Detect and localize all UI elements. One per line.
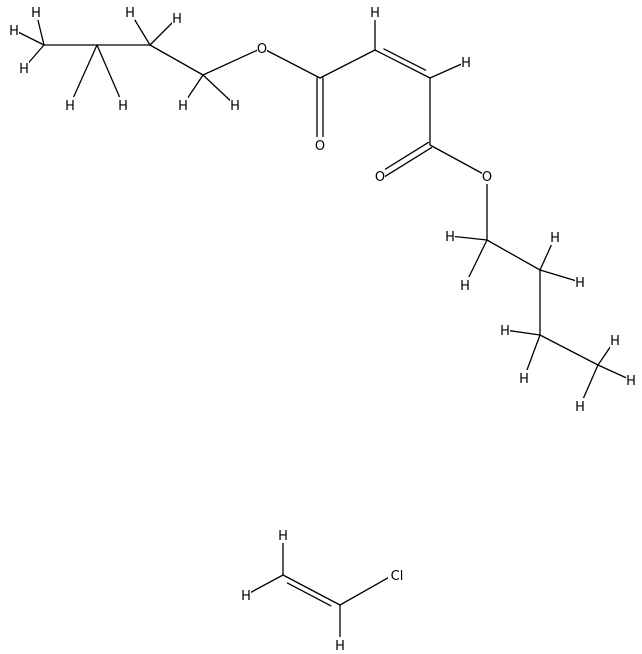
atom-h-bg	[9, 22, 19, 38]
atom-o-ester-2: O	[482, 170, 492, 185]
bond-c6-c7-double	[374, 49, 431, 79]
atom-o-carbonyl-1: O	[315, 139, 325, 154]
atom-h-bg	[519, 370, 529, 386]
bond-v1-v2-double-second	[286, 582, 332, 607]
atom-h: H	[9, 24, 19, 39]
bond-c8-o3-double	[377, 141, 430, 175]
atom-h: H	[230, 99, 240, 114]
atom-h-bg	[445, 228, 455, 244]
bond-v2-cl	[339, 574, 394, 606]
atom-h: H	[241, 589, 251, 604]
bond-h	[504, 329, 541, 336]
atom-h: H	[125, 6, 135, 21]
bond-c8-o4	[429, 144, 488, 177]
atom-h: H	[31, 6, 41, 21]
atom-h-bg	[178, 97, 188, 113]
atom-h-bg	[230, 97, 240, 113]
bond-c6-c7-double-second	[383, 48, 427, 71]
atom-h: H	[178, 99, 188, 114]
bond-c9-c10	[486, 239, 541, 271]
atom-h-bg	[118, 97, 128, 113]
atom-h-bg	[241, 587, 251, 603]
bond-h	[597, 364, 632, 381]
atom-h-bg	[461, 54, 471, 70]
bond-h	[69, 44, 98, 106]
bond-c5-c6	[319, 49, 376, 79]
atom-h: H	[335, 639, 345, 654]
bond-h	[449, 235, 488, 241]
bonds	[13, 11, 632, 646]
bond-h	[96, 44, 124, 106]
bond-v1-v2-double	[282, 574, 341, 606]
atom-h: H	[550, 231, 560, 246]
atom-o-carbonyl-2-bg	[375, 168, 385, 184]
atom-h-bg	[550, 229, 560, 245]
atom-h-bg	[460, 277, 470, 293]
bond-h	[245, 574, 284, 596]
atom-h: H	[519, 372, 529, 387]
atom-h: H	[575, 400, 585, 415]
bond-c11-c12	[539, 334, 599, 366]
bond-o1-c5	[261, 47, 321, 79]
atom-o-carbonyl-2: O	[375, 170, 385, 185]
atom-h: H	[118, 99, 128, 114]
atom-h: H	[500, 324, 510, 339]
atom-h: H	[461, 56, 471, 71]
atom-h: H	[172, 12, 182, 27]
bond-h	[539, 269, 581, 283]
atom-h: H	[278, 529, 288, 544]
atom-h: H	[610, 334, 620, 349]
atom-h-bg	[575, 398, 585, 414]
atom-h: H	[370, 6, 380, 21]
atom-h-bg	[19, 60, 29, 76]
atom-cl-bg	[388, 567, 406, 583]
atom-h-bg	[626, 372, 636, 388]
bond-c8-o3-double-second	[380, 146, 433, 180]
atom-h-bg	[500, 322, 510, 338]
atom-h: H	[626, 374, 636, 389]
atom-h-bg	[610, 332, 620, 348]
atom-h-bg	[575, 274, 585, 290]
atom-h-bg	[172, 10, 182, 26]
atom-h-bg	[278, 527, 288, 543]
atom-h-bg	[65, 97, 75, 113]
bond-h	[429, 61, 467, 79]
atom-h-bg	[335, 637, 345, 653]
atom-h: H	[65, 99, 75, 114]
atom-h: H	[575, 276, 585, 291]
atom-o-carbonyl-1-bg	[315, 137, 325, 153]
atom-h-bg	[31, 4, 41, 20]
atom-h: H	[19, 62, 29, 77]
bond-c4-o1	[202, 47, 263, 76]
bond-h	[202, 74, 236, 106]
atom-o-ester-1-bg	[257, 40, 267, 56]
bond-c3-c4	[149, 44, 204, 76]
atom-h: H	[460, 279, 470, 294]
atom-o-ester-2-bg	[482, 168, 492, 184]
atom-cl: Cl	[391, 569, 404, 584]
atom-h: H	[445, 230, 455, 245]
atom-o-ester-1: O	[257, 42, 267, 57]
atom-h-bg	[125, 4, 135, 20]
atom-h-bg	[370, 4, 380, 20]
